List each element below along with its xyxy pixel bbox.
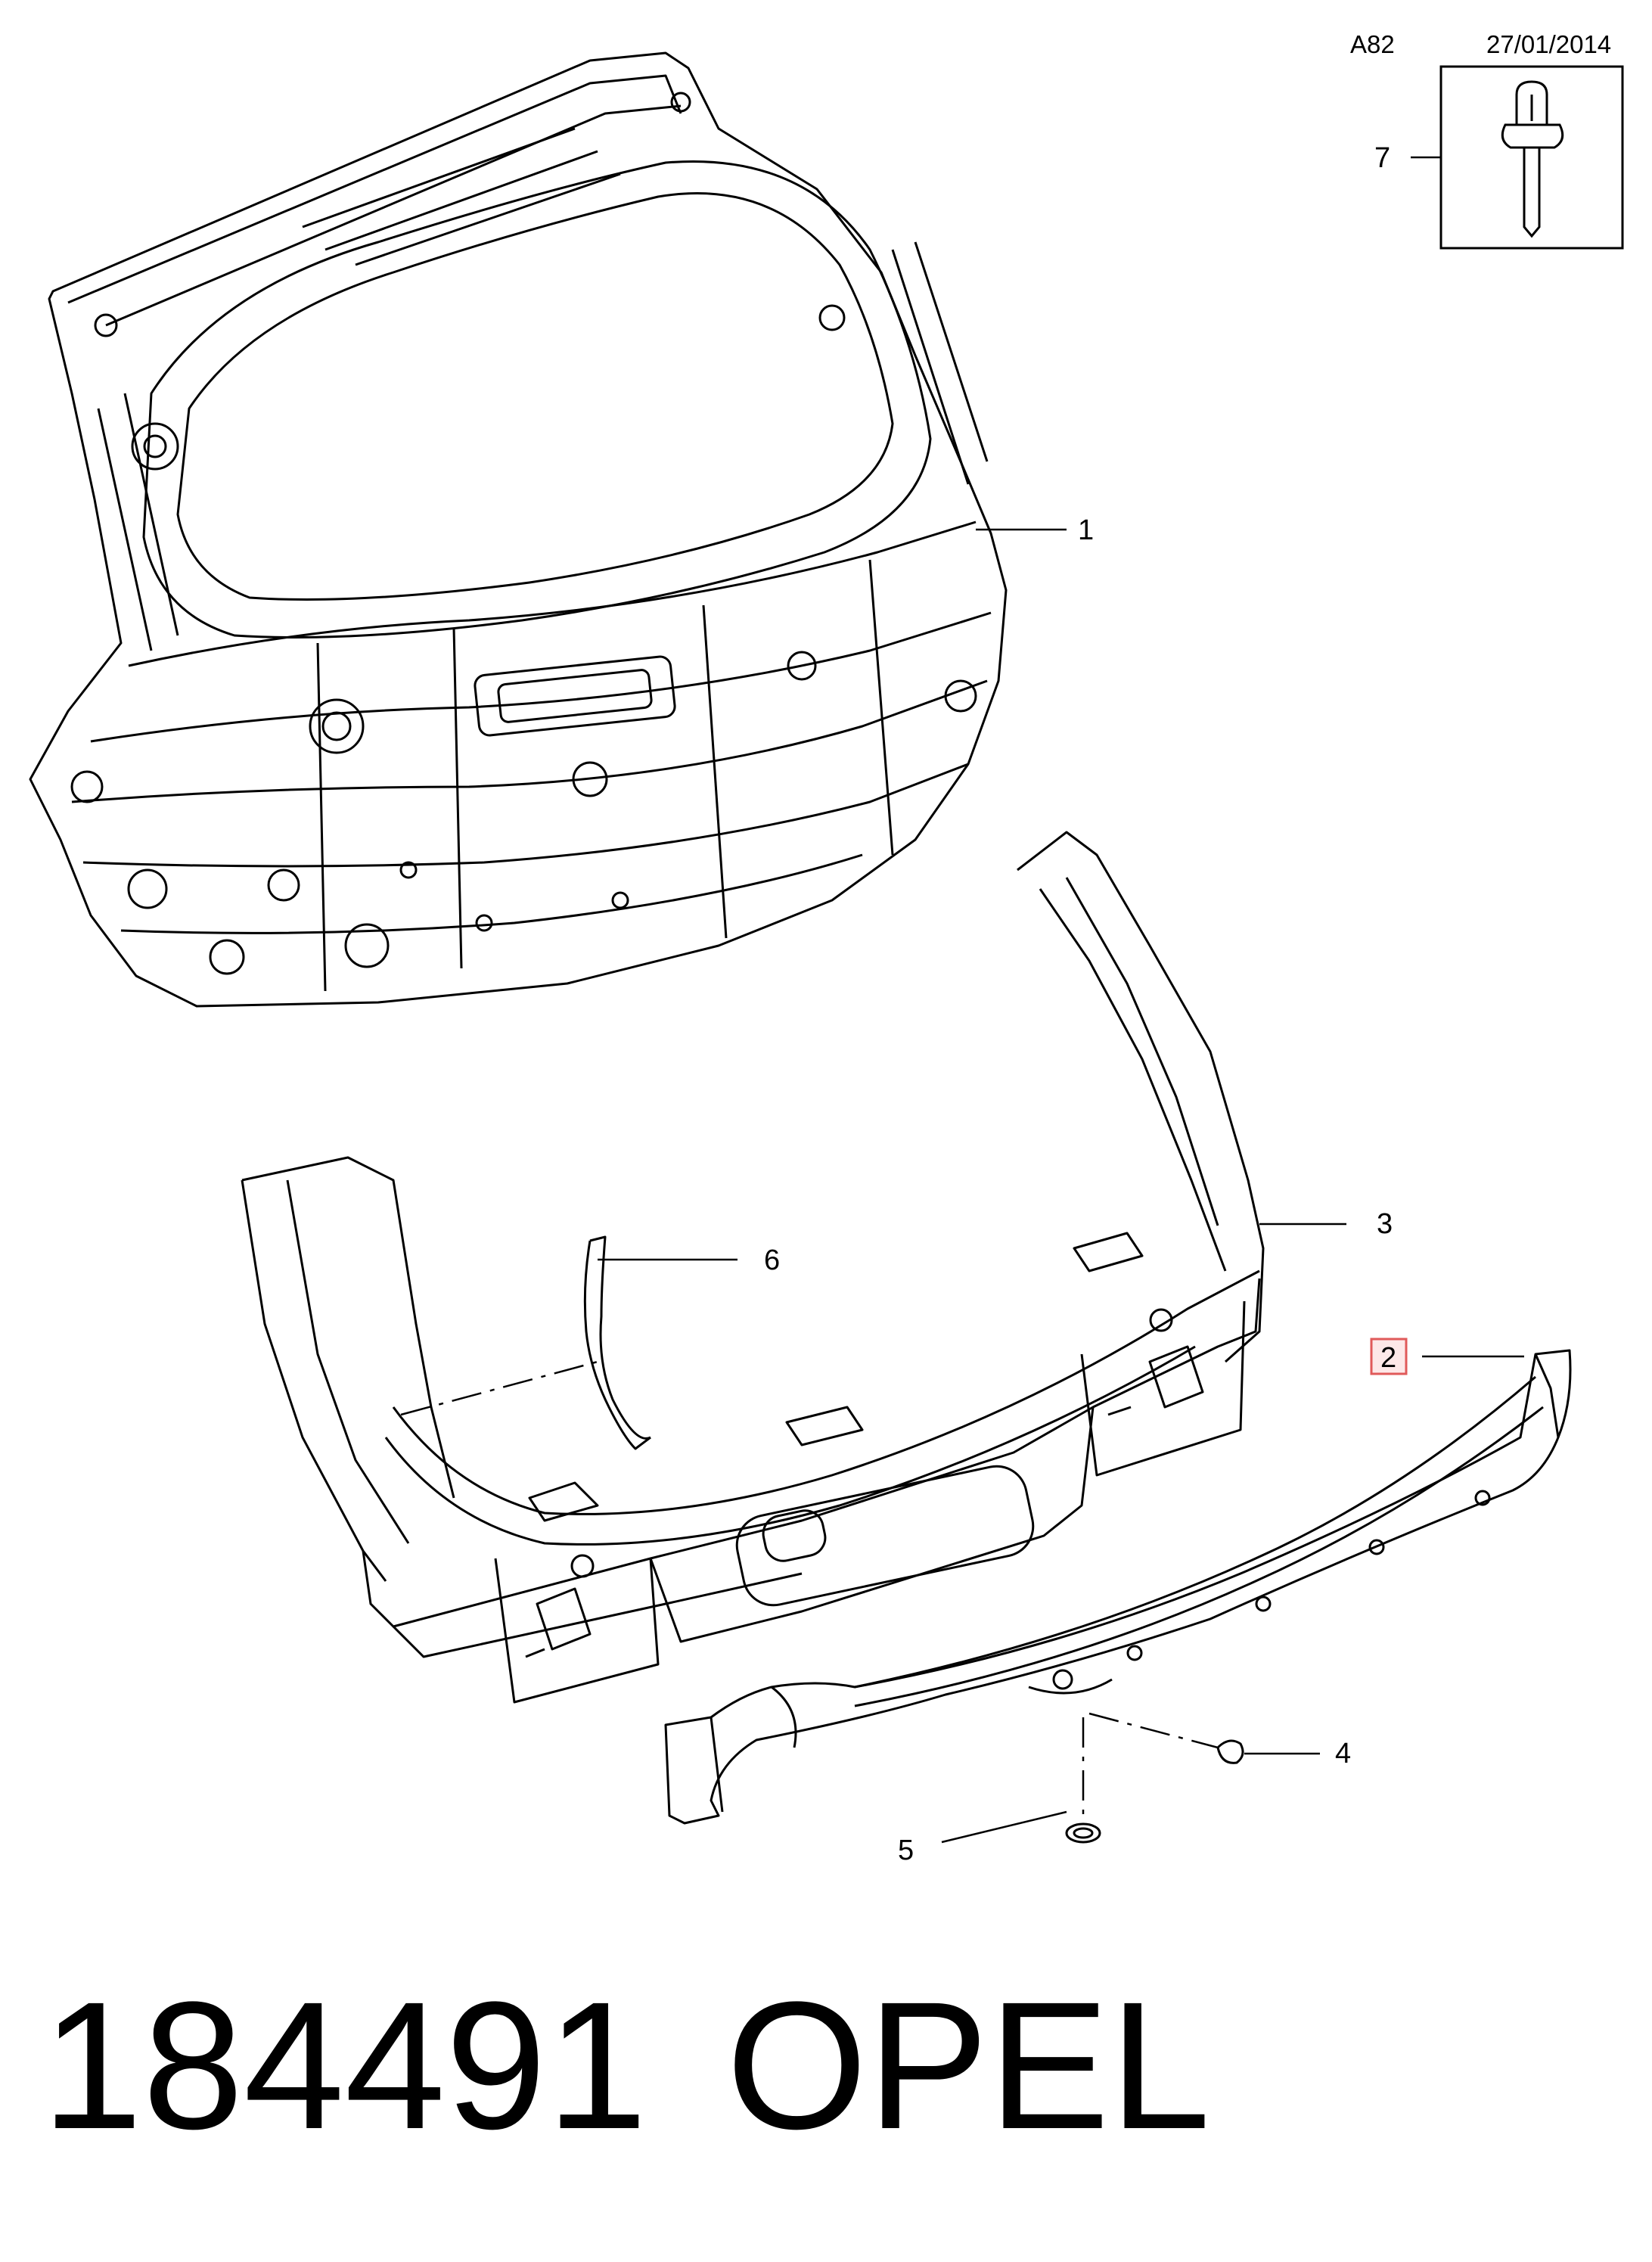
brand-name: OPEL [726,1964,1211,2167]
part-3-rear-panel [241,831,1265,1704]
callout-6[interactable]: 6 [764,1244,780,1276]
rivet-inset [1439,65,1624,250]
callout-1[interactable]: 1 [1078,514,1094,546]
rivet-icon [1501,80,1564,238]
alignment-lines [400,1360,1219,1823]
part-2-lower-panel [664,1349,1572,1825]
callout-2-box [1370,1338,1408,1375]
part-1-tailgate [29,51,1008,1008]
part-5-grommet [1065,1822,1101,1844]
callout-5[interactable]: 5 [898,1835,914,1866]
part-6-seal-strip [583,1235,651,1450]
diagram-part-number: 184491 [42,1964,647,2167]
callout-4[interactable]: 4 [1335,1738,1351,1770]
part-4-clip [1216,1739,1244,1764]
diagram-date: 27/01/2014 [1486,30,1611,58]
page-code: A82 [1350,30,1395,58]
callout-2[interactable]: 2 [1380,1342,1396,1374]
callout-2-highlight[interactable]: 2 [1370,1338,1408,1375]
callout-7[interactable]: 7 [1374,142,1390,174]
leader-lines [598,156,1524,1844]
callout-3[interactable]: 3 [1377,1208,1393,1240]
